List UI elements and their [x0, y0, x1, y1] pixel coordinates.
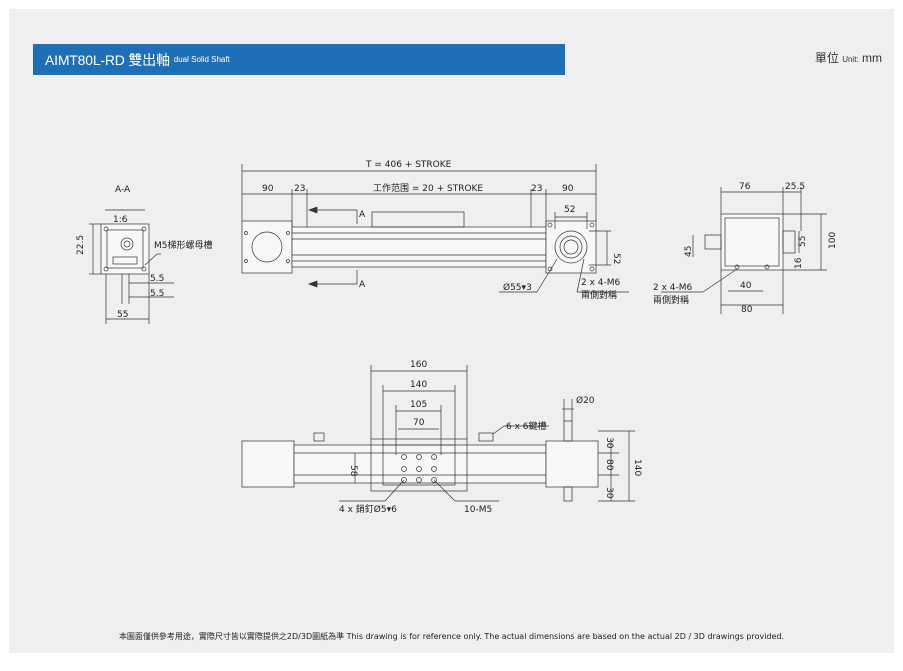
technical-drawing: A-A 1:6 22.5 5.5 5.5 55 M5梯形螺母槽 T = 406 … [76, 160, 838, 515]
section-view-labels: A-A 1:6 22.5 5.5 5.5 55 M5梯形螺母槽 [76, 185, 213, 320]
section-mark-top: A [359, 210, 366, 220]
bore-depth: 3 [526, 283, 532, 293]
dim-76: 76 [739, 182, 751, 192]
nut-slot-callout: M5梯形螺母槽 [154, 239, 213, 251]
dim-30-bottom: 30 [604, 487, 614, 499]
unit-label: 單位 Unit: mm [815, 49, 882, 66]
dim-45: 45 [684, 246, 694, 257]
title-bar: AIMT80L-RD 雙出軸 dual Solid Shaft [33, 44, 565, 75]
side-callout-2: 兩側對稱 [653, 294, 689, 306]
model-title: AIMT80L-RD 雙出軸 [45, 51, 170, 68]
front-view-labels: T = 406 + STROKE 工作范围 = 20 + STROKE 90 2… [262, 160, 621, 301]
dim-25-5: 25.5 [785, 182, 805, 192]
dim-70: 70 [413, 418, 425, 428]
pin-depth-symbol: ▾ [387, 505, 392, 515]
model-subtitle: dual Solid Shaft [173, 55, 230, 64]
side-callout-1: 2 x 4-M6 [653, 283, 693, 293]
dim-80-side: 80 [604, 459, 614, 471]
dim-22-5: 22.5 [76, 235, 86, 255]
dim-30-top: 30 [604, 437, 614, 449]
dim-5-5-b: 5.5 [150, 289, 164, 299]
dim-160: 160 [410, 360, 427, 370]
side-view [661, 187, 827, 314]
front-view [241, 164, 629, 293]
dim-52-top: 52 [564, 205, 575, 215]
front-callout-2: 兩側對稱 [581, 289, 617, 301]
dim-23-right: 23 [531, 184, 542, 194]
dim-80: 80 [741, 305, 753, 315]
pin-callout: 4 x 銷釘Ø5 [339, 503, 387, 515]
dim-52-side: 52 [611, 253, 621, 264]
front-callout-1: 2 x 4-M6 [581, 278, 621, 288]
work-range: 工作范围 = 20 + STROKE [373, 182, 483, 194]
dim-shaft-dia: Ø20 [576, 395, 595, 406]
section-scale: 1:6 [113, 215, 128, 225]
side-view-labels: 76 25.5 55 100 16 45 40 80 2 x 4-M6 兩側對稱 [653, 182, 838, 315]
pin-label: 4 x 銷釘Ø5▾6 [339, 503, 397, 515]
pin-depth: 6 [391, 505, 397, 515]
dim-23-left: 23 [294, 184, 305, 194]
dim-100: 100 [828, 232, 838, 249]
dim-90-right: 90 [562, 184, 574, 194]
depth-symbol: ▾ [522, 283, 527, 293]
dim-40: 40 [740, 281, 752, 291]
bore-diameter: Ø55 [503, 282, 522, 293]
bore-label: Ø55▾3 [503, 282, 532, 293]
unit-text: 單位 [814, 51, 839, 65]
screw-callout: 10-M5 [464, 505, 492, 515]
dim-55-side: 55 [798, 236, 808, 247]
drawing-page: AIMT80L-RD 雙出軸 dual Solid Shaft 單位 Unit:… [9, 9, 894, 653]
key-slot-callout: 6 x 6鍵槽 [506, 420, 547, 432]
dim-140-top: 140 [410, 380, 427, 390]
top-view [241, 365, 635, 502]
dim-140-side: 140 [632, 459, 642, 476]
disclaimer-footer: 本圖面僅供參考用途，實際尺寸皆以實際提供之2D/3D圖紙為準 This draw… [118, 632, 785, 641]
section-mark-bottom: A [359, 280, 366, 290]
dim-105: 105 [410, 400, 427, 410]
dim-58: 58 [348, 465, 358, 477]
section-view [89, 209, 174, 324]
total-length: T = 406 + STROKE [365, 160, 452, 170]
unit-value: mm [862, 51, 882, 65]
dim-16: 16 [794, 257, 804, 269]
dim-90-left: 90 [262, 184, 274, 194]
dim-55: 55 [117, 310, 128, 320]
section-label: A-A [115, 185, 131, 195]
dim-5-5-a: 5.5 [150, 274, 164, 284]
unit-sub: Unit: [842, 55, 859, 64]
top-view-labels: 160 140 105 70 58 Ø20 30 80 140 30 6 x 6… [339, 360, 642, 515]
